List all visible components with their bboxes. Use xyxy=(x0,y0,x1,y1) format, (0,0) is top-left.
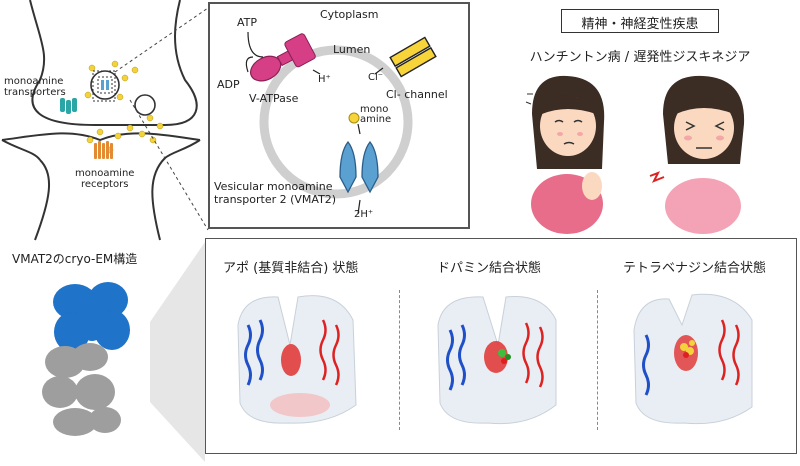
receptor-label: monoamine receptors xyxy=(75,168,135,190)
state-label-apo: アポ (基質非結合) 状態 xyxy=(223,261,359,276)
monoamine-dot xyxy=(348,112,360,124)
disease-subtitle: ハンチントン病 / 遅発性ジスキネジア xyxy=(529,50,751,65)
states-panel xyxy=(205,238,797,454)
vmat2-icon xyxy=(339,140,379,194)
cl-channel-label: Cl- channel xyxy=(386,88,448,101)
monoamine-receptor-icon xyxy=(94,141,113,159)
vesicle-diagram xyxy=(245,31,437,215)
adp-label: ADP xyxy=(217,78,240,91)
state-label-tetrabenazine: テトラベナジン結合状態 xyxy=(623,261,767,276)
disease-title: 精神・神経変性疾患 xyxy=(581,17,699,32)
separator-2 xyxy=(597,290,598,430)
presynaptic-terminal xyxy=(29,0,198,126)
patient-illustration-2 xyxy=(649,75,745,234)
cryo-fab-density xyxy=(42,343,121,436)
patient-illustration-1 xyxy=(525,75,605,234)
hplus-label: H⁺ xyxy=(318,74,331,85)
tetrabenazine-ligand-icon xyxy=(680,340,695,358)
structure-tetrabenazine xyxy=(633,293,753,425)
cryo-em-structure xyxy=(42,242,205,462)
disease-title-box xyxy=(561,9,719,33)
monoamine-transporter-icon xyxy=(60,98,77,114)
cytoplasm-label: Cytoplasm xyxy=(320,8,379,21)
zoom-wedge xyxy=(150,242,205,462)
postsynaptic-terminal xyxy=(1,132,201,241)
vmat2-label: Vesicular monoamine transporter 2 (VMAT2… xyxy=(214,180,337,206)
state-label-dopamine: ドパミン結合状態 xyxy=(437,261,542,276)
vesicle-panel xyxy=(208,2,470,229)
vesicle-membrane xyxy=(259,45,413,199)
pain-mark-icon xyxy=(649,171,665,183)
cryo-em-title: VMAT2のcryo-EM構造 xyxy=(12,252,138,266)
dopamine-ligand-icon xyxy=(498,349,511,364)
vatpase-label: V-ATPase xyxy=(249,92,299,105)
synapse-diagram xyxy=(1,0,209,241)
transporter-label: monoamine transporters xyxy=(4,76,66,98)
vatpase-icon xyxy=(249,33,316,82)
atp-label: ATP xyxy=(237,16,258,29)
cl-ion-label: Cl⁻ xyxy=(368,72,384,83)
two-h-label: 2H⁺ xyxy=(354,209,374,220)
separator-1 xyxy=(399,290,400,430)
monoamine-label: mono amine xyxy=(360,104,392,125)
lumen-label: Lumen xyxy=(333,43,371,56)
cl-channel-icon xyxy=(389,36,437,78)
structure-apo xyxy=(237,295,357,424)
cryo-transporter-density xyxy=(53,282,130,352)
structure-dopamine xyxy=(437,295,557,425)
